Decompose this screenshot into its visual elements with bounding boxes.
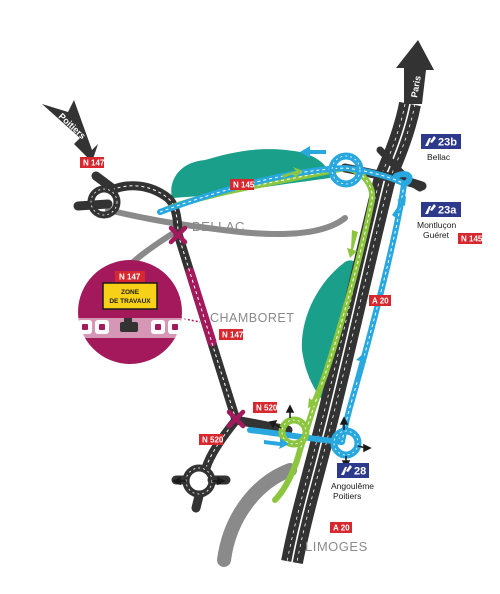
road-label-n147-nw: N 147 — [80, 157, 105, 168]
green-arrow-south — [347, 230, 358, 258]
exit-icon — [425, 136, 436, 146]
svg-text:A 20: A 20 — [333, 524, 350, 533]
closed-marker-bellac — [168, 225, 188, 245]
svg-text:Poitiers: Poitiers — [333, 491, 361, 501]
road-label-n145-e: N 145 — [458, 233, 483, 244]
green-route-arrows — [282, 167, 358, 408]
roundabout-e-a20 — [330, 427, 362, 459]
blue-arrow-ne — [392, 196, 406, 218]
svg-text:N 520: N 520 — [256, 404, 278, 413]
road-label-n147-mid: N 147 — [219, 329, 244, 340]
blue-route-arrows — [264, 146, 406, 449]
blue-exit-loop — [393, 171, 413, 187]
exit-23a: 23a Montluçon Guéret — [417, 202, 461, 240]
works-sign-line2: DE TRAVAUX — [109, 298, 151, 305]
works-zone-callout: N 147 ZONE DE TRAVAUX — [72, 260, 188, 364]
svg-text:A 20: A 20 — [372, 297, 389, 306]
town-limoges: LIMOGES — [305, 539, 368, 554]
roundabout-w-a20 — [278, 416, 310, 448]
svg-text:Guéret: Guéret — [423, 230, 450, 240]
town-chamboret: CHAMBORET — [210, 311, 294, 325]
green-arrow-sw — [308, 386, 323, 408]
green-arrow-east — [282, 167, 303, 178]
exit-icon — [425, 204, 436, 214]
svg-text:N 145: N 145 — [461, 235, 483, 244]
paris-arrow-icon — [396, 40, 434, 104]
svg-text:N 145: N 145 — [233, 181, 255, 190]
road-centre-lines — [111, 185, 237, 469]
works-section — [185, 267, 217, 347]
exit-28: 28 Angoulême Poitiers — [331, 463, 374, 501]
works-sign-line1: ZONE — [121, 289, 140, 296]
svg-text:N 520: N 520 — [202, 436, 224, 445]
road-label-a20-n: A 20 — [369, 295, 391, 306]
svg-text:Angoulême: Angoulême — [331, 481, 374, 491]
road-label-n520-s: N 520 — [199, 434, 224, 445]
poitiers-arrow-icon — [42, 100, 98, 162]
svg-text:Montluçon: Montluçon — [417, 220, 456, 230]
a20-motorway — [281, 101, 421, 565]
excavator-icon — [120, 318, 138, 332]
road-label-n145-w: N 145 — [230, 179, 255, 190]
forest-north — [171, 149, 330, 198]
blue-arrow-west — [300, 146, 326, 158]
svg-text:23b: 23b — [438, 137, 457, 149]
road-label-n520-n: N 520 — [253, 402, 278, 413]
exit-icon — [341, 465, 352, 475]
svg-text:Bellac: Bellac — [427, 152, 451, 162]
direction-paris-label: Paris — [409, 75, 423, 98]
roundabout-nw — [87, 185, 121, 219]
direction-poitiers: Poitiers — [42, 100, 98, 162]
exit-23b: 23b Bellac — [421, 134, 461, 162]
works-road-label: N 147 — [119, 273, 141, 282]
svg-text:28: 28 — [354, 466, 366, 478]
blue-arrow-north — [355, 353, 366, 380]
svg-text:N 147: N 147 — [222, 331, 244, 340]
closed-marker-n520 — [226, 409, 246, 429]
blue-arrow-east — [264, 438, 289, 449]
town-bellac: BELLAC — [192, 219, 245, 234]
svg-text:N 147: N 147 — [83, 159, 105, 168]
roundabout-n145 — [328, 152, 364, 188]
svg-text:23a: 23a — [438, 205, 457, 217]
road-label-a20-s: A 20 — [330, 522, 352, 533]
roundabout-arrows — [172, 404, 372, 486]
works-callout-leader — [179, 317, 201, 323]
direction-paris: Paris — [396, 40, 434, 104]
